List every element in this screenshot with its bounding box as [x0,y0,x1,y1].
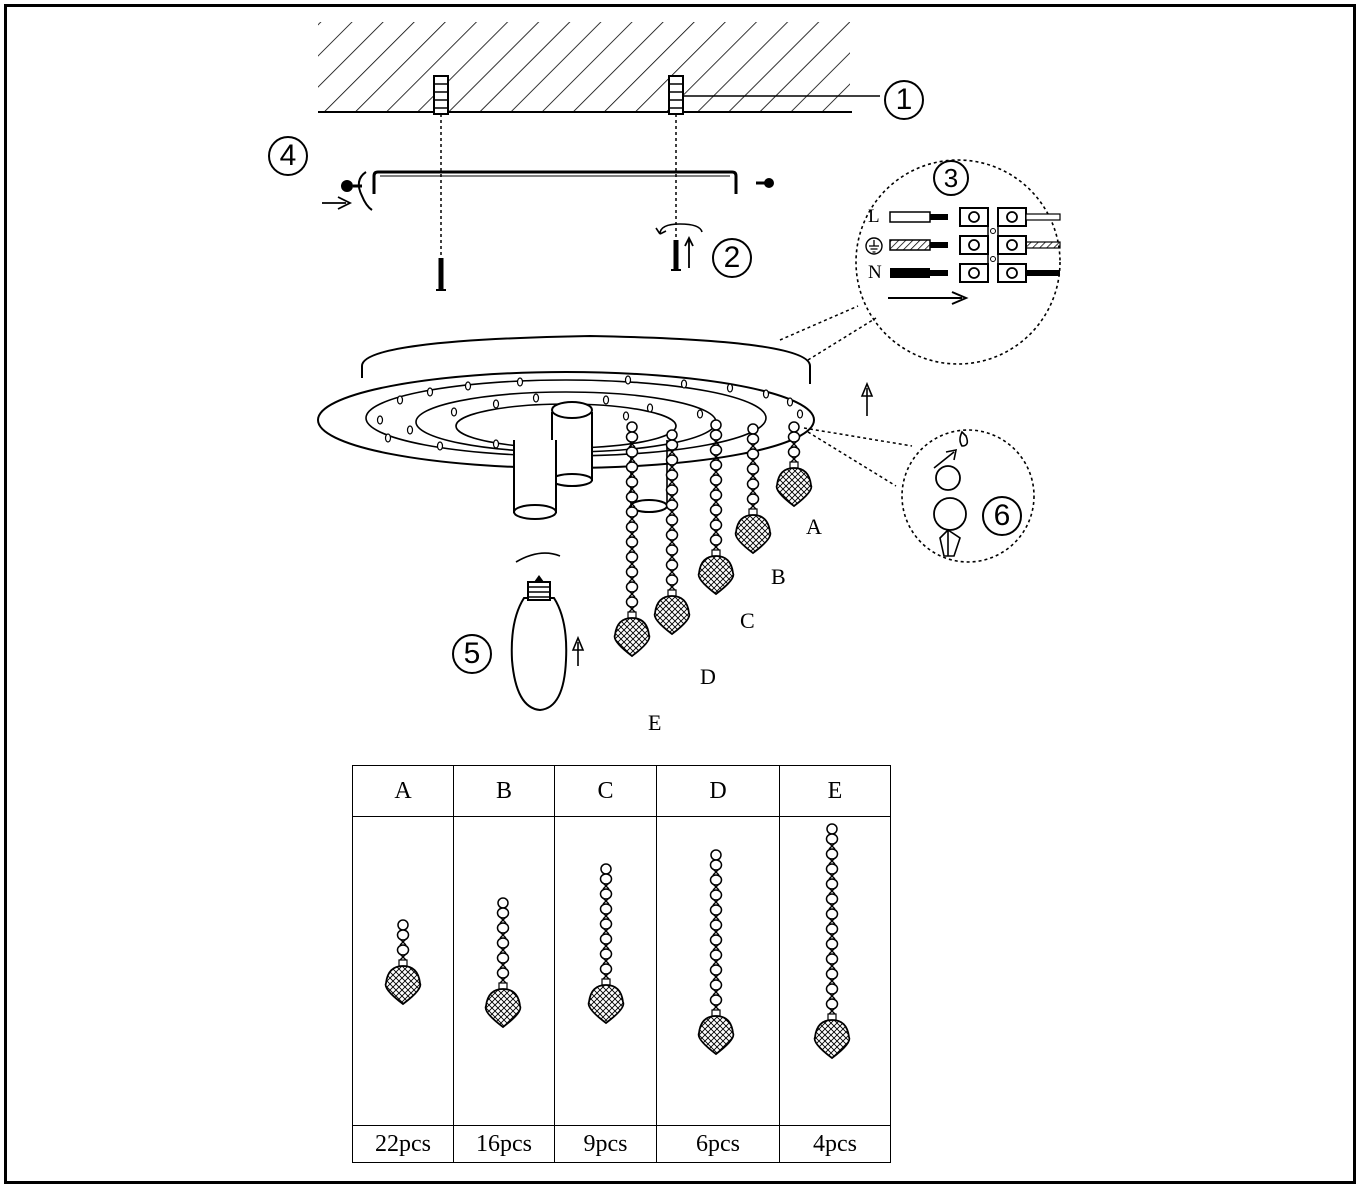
wall-plug-right [668,75,684,115]
header-e: E [779,765,891,817]
step-5-marker: 5 [452,634,492,674]
wire-label-live: L [868,206,880,227]
image-cell-d [656,816,780,1126]
header-d: D [656,765,780,817]
wire-neutral [890,268,948,278]
hanging-chain-b [734,423,772,555]
rotate-arrow-icon [659,223,703,235]
hanging-chain-e [613,421,651,658]
hanging-chains [613,419,813,658]
drop-icon [959,430,969,447]
wall-plug-left [433,75,449,115]
header-a: A [352,765,454,817]
crystal-drops [376,375,804,451]
hook-detail-callout [901,429,1035,563]
chain-label-a: A [806,514,822,539]
bracket-screw-left-icon [341,180,353,192]
crystal-pendant-icon [939,528,961,557]
chain-label-c: C [740,608,755,633]
mounting-bracket [372,170,738,194]
count-e: 4pcs [779,1125,891,1163]
wire-live [889,211,948,223]
bracket-hook-icon [357,171,373,211]
step-6-marker: 6 [982,496,1022,536]
arrow-right-icon [322,196,353,210]
light-bulb-icon [510,575,568,712]
step-2-marker: 2 [712,238,752,278]
wire-label-neutral: N [868,262,882,283]
hanging-chain-d [653,429,691,636]
image-cell-c [554,816,657,1126]
hook-arrow-icon [933,448,958,469]
header-b: B [453,765,555,817]
count-b: 16pcs [453,1125,555,1163]
bulb-rotate-icon [515,552,561,563]
bracket-screw-right-icon [764,178,774,188]
terminal-block [959,207,1027,283]
image-cell-a [352,816,454,1126]
step-3-marker: 3 [933,160,969,196]
hanging-chain-a [775,421,813,508]
count-c: 9pcs [554,1125,657,1163]
chain-label-b: B [771,564,786,589]
canopy-arrow-up-icon [860,381,874,416]
count-a: 22pcs [352,1125,454,1163]
step-1-marker: 1 [884,80,924,120]
ceiling [318,22,852,113]
wire-earth [889,239,948,251]
insert-arrow-icon [888,291,969,305]
header-c: C [554,765,657,817]
chain-label-e: E [648,710,662,735]
chain-quantity-table: A B C D E 22pcs 16pcs 9pcs 6pcs 4pcs [352,765,891,1163]
chain-label-d: D [700,664,716,689]
image-cell-e [779,816,891,1126]
diagram-frame [4,4,1356,1184]
bulb-arrow-up-icon [571,635,585,666]
arrow-up-icon [684,235,694,268]
count-d: 6pcs [656,1125,780,1163]
step-4-marker: 4 [268,136,308,176]
hanging-chain-c [697,419,735,596]
earth-icon [865,237,883,255]
image-cell-b [453,816,555,1126]
screw-right-icon [671,240,681,271]
screw-left-icon [436,258,446,291]
